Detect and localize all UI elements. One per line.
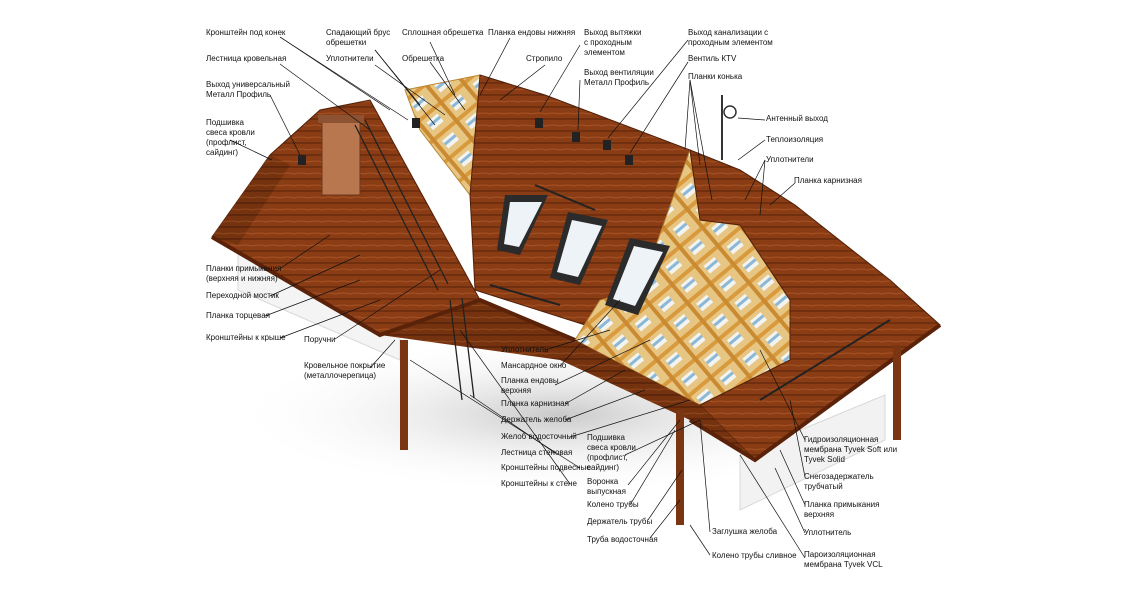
leader-lines [229, 36, 806, 559]
snow-guard-right [759, 319, 891, 401]
label-ridge-bracket: Кронштейн под конек [206, 28, 286, 37]
label-seal-center: Уплотнитель [501, 345, 549, 354]
label-upper-junction-strip: Планка примыкания верхняя [804, 500, 880, 519]
label-suspended-brackets: Кронштейны подвесные [501, 463, 591, 472]
vent-3 [535, 118, 543, 128]
label-ktv-valve: Вентиль КТV [688, 54, 737, 63]
label-pipe-holder: Держатель трубы [587, 517, 653, 526]
label-roof-covering: Кровельное покрытие (металлочерепица) [304, 361, 386, 380]
label-eave-lining-left: Подшивка свеса кровли (профлист, сайдинг… [206, 118, 255, 157]
label-lower-valley-strip: Планка ендовы нижняя [488, 28, 576, 37]
attic-window-2-glass [557, 220, 602, 277]
label-gutter-cap: Заглушка желоба [712, 527, 778, 536]
snow-guard-center [534, 184, 596, 211]
label-upper-valley-strip: Планка ендовы верхняя [501, 376, 559, 395]
downpipe-right [893, 345, 901, 440]
label-funnel: Воронка выпускная [587, 477, 626, 496]
vent-2 [298, 155, 306, 165]
label-rafter: Стропило [526, 54, 563, 63]
label-solid-sheathing: Сплошная обрешетка [402, 28, 484, 37]
downpipe-left [400, 340, 408, 450]
label-eave-strip-right: Планка карнизная [794, 176, 862, 185]
label-falling-beam: Спадающий брус обрешетки [326, 28, 391, 47]
left-gable-edge [212, 155, 290, 245]
label-gutter: Желоб водосточный [501, 432, 577, 441]
label-roof-brackets: Кронштейны к крыше [206, 333, 286, 342]
vent-4 [572, 132, 580, 142]
left-gutter [210, 235, 576, 342]
chimney-cap [318, 115, 364, 123]
right-wall [739, 394, 886, 511]
label-walkway: Переходной мостик [206, 291, 279, 300]
label-seal-bottom: Уплотнитель [804, 528, 852, 537]
label-handrails: Поручни [304, 335, 336, 344]
right-gutter [688, 323, 942, 463]
label-attic-window: Мансардное окно [501, 361, 567, 370]
label-gutter-holder: Держатель желоба [501, 415, 572, 424]
label-wall-ladder: Лестница стеновая [501, 448, 573, 457]
label-insulation: Теплоизоляция [766, 135, 824, 144]
label-drain-elbow: Колено трубы сливное [712, 551, 797, 560]
label-downpipe: Труба водосточная [587, 535, 658, 544]
vent-6 [625, 155, 633, 165]
valley-slope [380, 300, 755, 460]
attic-window-1-glass [504, 202, 542, 247]
snow-guard-low [489, 284, 561, 306]
label-eave-lining-center: Подшивка свеса кровли (профлист, сайдинг… [587, 433, 636, 472]
chimney [321, 119, 361, 196]
attic-window-3-glass [613, 246, 663, 306]
label-seals-right: Уплотнители [766, 155, 814, 164]
vent-1 [412, 118, 420, 128]
label-roof-ladder: Лестница кровельная [206, 54, 287, 63]
label-sewer-outlet: Выход канализации с проходным элементом [688, 28, 773, 47]
label-snow-guard: Снегозадержатель трубчатый [804, 472, 874, 491]
label-hood-outlet: Выход вытяжки с проходным элементом [584, 28, 642, 57]
label-waterproof-membrane: Гидроизоляционная мембрана Tyvek Soft ил… [804, 435, 898, 464]
label-gable-strip: Планка торцевая [206, 311, 270, 320]
label-eave-strip-center: Планка карнизная [501, 399, 569, 408]
label-ridge-strips: Планки конька [688, 72, 743, 81]
label-wall-brackets: Кронштейны к стене [501, 479, 577, 488]
label-antenna-outlet: Антенный выход [766, 114, 828, 123]
vent-5 [603, 140, 611, 150]
label-sheathing: Обрешетка [402, 54, 445, 63]
label-universal-outlet: Выход универсальный Металл Профиль [206, 80, 291, 99]
roof-ladder [354, 119, 475, 401]
downpipe-center [676, 410, 684, 525]
label-vapor-membrane: Пароизоляционная мембрана Tyvek VCL [804, 550, 883, 569]
label-vent-outlet: Выход вентиляции Металл Профиль [584, 68, 654, 87]
antenna-head [723, 105, 737, 119]
label-seals-top: Уплотнители [326, 54, 374, 63]
label-junction-strips: Планки примыкания (верхняя и нижняя) [206, 264, 282, 283]
label-pipe-elbow: Колено трубы [587, 500, 639, 509]
